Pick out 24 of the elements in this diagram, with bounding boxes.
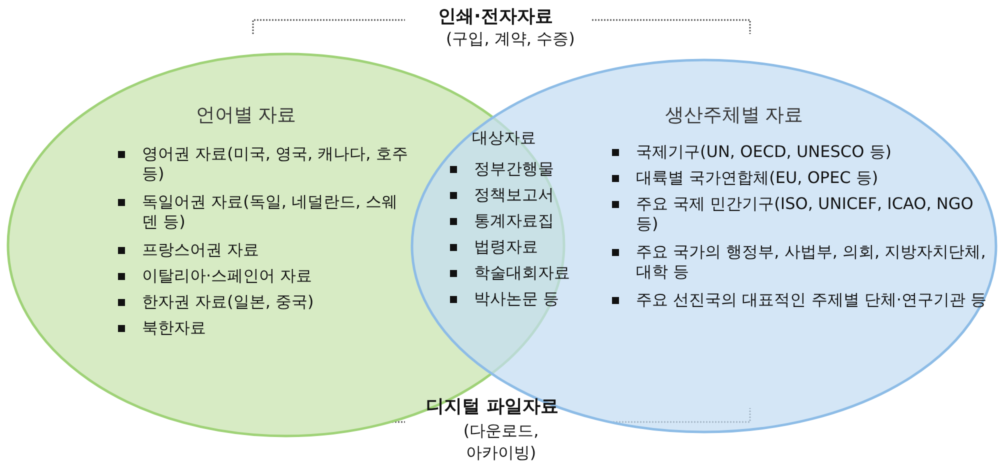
- category-title: 디지털 파일자료: [426, 395, 558, 418]
- bullet-item: 이탈리아·스페인어 자료: [116, 266, 412, 286]
- bullet-item: 독일어권 자료(독일, 네덜란드, 스웨덴 등): [116, 192, 412, 232]
- bullet-item: 프랑스어권 자료: [116, 240, 412, 260]
- bullet-item: 통계자료집: [448, 211, 554, 231]
- bullet-item: 한자권 자료(일본, 중국): [116, 292, 412, 312]
- bullet-item: 주요 국가의 행정부, 사법부, 의회, 지방자치단체, 대학 등: [610, 242, 996, 282]
- bullet-item: 주요 선진국의 대표적인 주제별 단체·연구기관 등: [610, 290, 996, 310]
- bullet-item: 박사논문 등: [448, 289, 560, 309]
- bullet-item: 정책보고서: [448, 185, 554, 205]
- set-heading: 생산주체별 자료: [665, 104, 803, 128]
- bullet-item: 학술대회자료: [448, 263, 570, 283]
- intersection-heading: 대상자료: [472, 128, 536, 149]
- category-note: (구입, 계약, 수증): [446, 29, 575, 50]
- set-heading: 언어별 자료: [196, 104, 296, 128]
- bullet-item: 정부간행물: [448, 159, 554, 179]
- bullet-item: 국제기구(UN, OECD, UNESCO 등): [610, 142, 996, 162]
- bullet-item: 대륙별 국가연합체(EU, OPEC 등): [610, 168, 996, 188]
- category-note: (다운로드, 아카이빙): [462, 420, 540, 464]
- bullet-item: 법령자료: [448, 237, 538, 257]
- category-title: 인쇄·전자자료: [438, 5, 553, 28]
- bullet-item: 영어권 자료(미국, 영국, 캐나다, 호주 등): [116, 144, 412, 184]
- bullet-item: 주요 국제 민간기구(ISO, UNICEF, ICAO, NGO 등): [610, 194, 996, 234]
- bullet-item: 북한자료: [116, 318, 412, 338]
